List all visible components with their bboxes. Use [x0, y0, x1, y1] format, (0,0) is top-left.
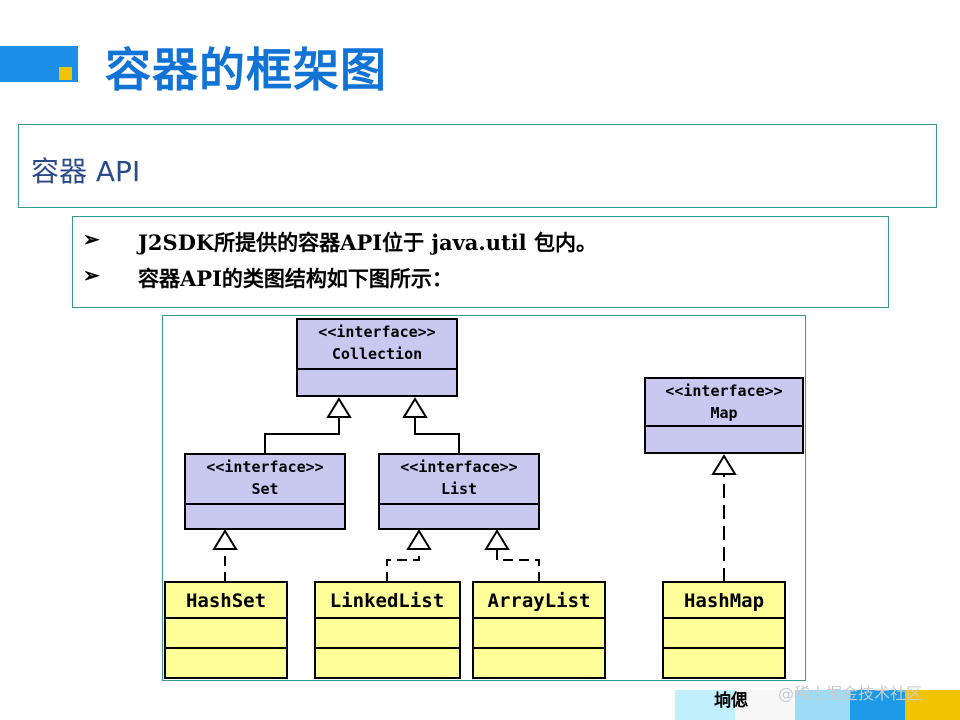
- bullet-item: ➢ J2SDK所提供的容器API位于 java.util 包内。: [73, 227, 888, 257]
- arrowhead-map: [711, 454, 737, 475]
- stereotype-label: <<interface>>: [665, 382, 782, 400]
- footer-segment: [905, 690, 960, 720]
- section-heading-box: 容器 API: [18, 124, 937, 208]
- stereotype-label: <<interface>>: [206, 458, 323, 476]
- class-name: Map: [710, 404, 737, 422]
- stereotype-label: <<interface>>: [400, 458, 517, 476]
- arrowhead-collection-left: [326, 397, 352, 418]
- class-name: ArrayList: [488, 590, 591, 612]
- interface-set: <<interface>> Set: [184, 453, 346, 530]
- interface-list: <<interface>> List: [378, 453, 540, 530]
- class-arraylist: ArrayList: [472, 581, 606, 679]
- stereotype-label: <<interface>>: [318, 323, 435, 341]
- bullet-text: 容器API的类图结构如下图所示：: [138, 266, 453, 291]
- page-title: 容器的框架图: [105, 43, 387, 97]
- arrowhead-list-left: [406, 529, 432, 550]
- bullet-item: ➢ 容器API的类图结构如下图所示：: [73, 263, 888, 293]
- footer-segment: [735, 690, 795, 720]
- footer-segment: [795, 690, 850, 720]
- bullet-arrow-icon: ➢: [83, 227, 100, 251]
- class-name: LinkedList: [330, 590, 444, 612]
- class-name: List: [441, 480, 477, 498]
- uml-diagram: <<interface>> Collection <<interface>> S…: [162, 315, 806, 681]
- interface-collection: <<interface>> Collection: [296, 318, 458, 397]
- class-hashset: HashSet: [164, 581, 288, 679]
- class-name: Collection: [332, 345, 422, 363]
- section-title: 容器 API: [31, 155, 141, 188]
- edge-arraylist-list: [496, 549, 540, 582]
- class-name: HashMap: [684, 590, 764, 612]
- interface-map: <<interface>> Map: [644, 377, 804, 454]
- footer-segment: [850, 690, 905, 720]
- arrowhead-set: [212, 529, 238, 550]
- arrowhead-collection-right: [402, 397, 428, 418]
- class-hashmap: HashMap: [662, 581, 786, 679]
- footer-segment: [675, 690, 735, 720]
- arrowhead-list-right: [484, 529, 510, 550]
- bullet-list: ➢ J2SDK所提供的容器API位于 java.util 包内。 ➢ 容器API…: [72, 216, 889, 308]
- class-name: HashSet: [186, 590, 266, 612]
- edge-linkedlist-list: [386, 549, 420, 582]
- uml-diagram-svg: <<interface>> Collection <<interface>> S…: [164, 318, 804, 679]
- bullet-text: J2SDK所提供的容器API位于 java.util 包内。: [138, 230, 597, 255]
- footer-text: 垧偲: [714, 691, 748, 711]
- watermark: @稀土掘金技术社区: [778, 684, 923, 703]
- bullet-arrow-icon: ➢: [83, 263, 100, 287]
- class-linkedlist: LinkedList: [314, 581, 461, 679]
- footer-color-bar: [675, 690, 960, 720]
- edge-list-collection: [414, 417, 460, 454]
- class-name: Set: [251, 480, 278, 498]
- edge-set-collection: [264, 417, 340, 454]
- title-accent-square: [59, 67, 72, 80]
